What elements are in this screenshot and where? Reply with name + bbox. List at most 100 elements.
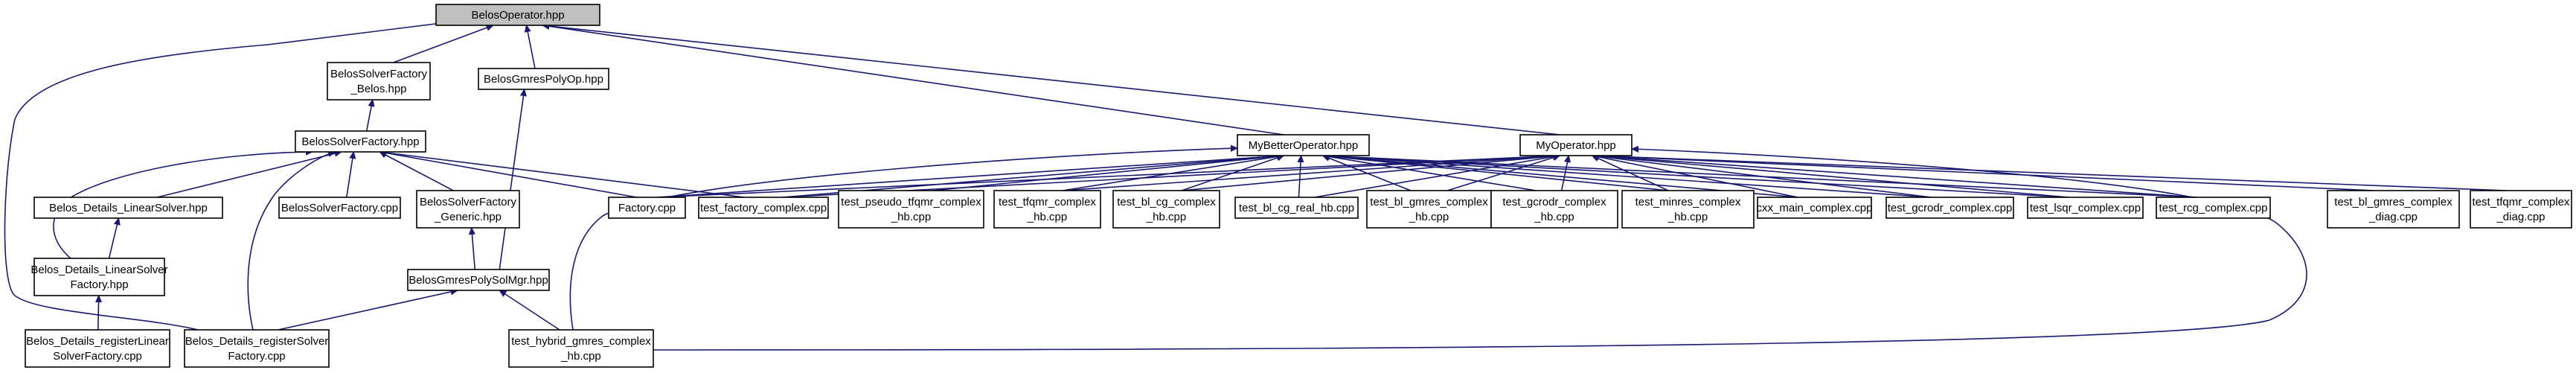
edge-linear-solver-factory-to-belos-solver-factory: [53, 152, 313, 259]
edge-gmres-poly-solmgr-to-solver-factory-generic: [472, 228, 475, 270]
node-box: [993, 190, 1101, 229]
node-label: BelosGmresPolyOp.hpp: [484, 73, 603, 86]
node-label: BelosSolverFactory: [420, 196, 517, 208]
node-label: test_bl_gmres_complex: [2334, 196, 2452, 208]
node-belos-solver-factory-belos[interactable]: BelosSolverFactory_Belos.hpp: [327, 62, 431, 101]
edge-test-gcrodr-complex-hb-to-my-better-operator: [1323, 156, 1537, 191]
node-label: test_minres_complex: [1635, 196, 1741, 208]
node-box: [33, 258, 165, 296]
node-box: [838, 190, 984, 229]
node-box: [327, 62, 431, 101]
node-box: [608, 197, 686, 219]
edge-test-gcrodr-complex-to-my-operator: [1592, 156, 1932, 198]
node-label: _hb.cpp: [1146, 211, 1186, 223]
node-label: _diag.cpp: [2496, 211, 2545, 223]
node-belos-solver-factory[interactable]: BelosSolverFactory.hpp: [295, 130, 426, 153]
node-box: [33, 197, 223, 219]
node-box: [435, 4, 600, 26]
edge-test-lsqr-complex-to-my-operator: [1592, 156, 2069, 198]
node-linear-solver[interactable]: Belos_Details_LinearSolver.hpp: [33, 197, 223, 219]
node-factory-cpp[interactable]: Factory.cpp: [608, 197, 686, 219]
node-label: Belos_Details_LinearSolver.hpp: [49, 202, 208, 214]
node-box: [1621, 190, 1755, 229]
node-test-gcrodr-complex[interactable]: test_gcrodr_complex.cpp: [1885, 197, 2014, 219]
edge-test-bl-gmres-complex-hb-to-my-operator: [1446, 156, 1560, 191]
edge-test-bl-gmres-diag-to-my-operator: [1592, 156, 2374, 191]
node-box: [2327, 190, 2460, 229]
node-test-minres-complex[interactable]: test_minres_complex _hb.cpp: [1621, 190, 1755, 229]
node-my-operator[interactable]: MyOperator.hpp: [1519, 134, 1633, 156]
node-label: test_rcg_complex.cpp: [2159, 202, 2268, 214]
node-test-hybrid-gmres[interactable]: test_hybrid_gmres_complex _hb.cpp: [508, 329, 654, 368]
node-test-rcg-complex[interactable]: test_rcg_complex.cpp: [2156, 197, 2271, 219]
node-box: [508, 329, 654, 368]
nodes-layer: BelosOperator.hppBelosSolverFactory_Belo…: [25, 4, 2572, 368]
node-test-bl-gmres-complex-hb[interactable]: test_bl_gmres_complex_hb.cpp: [1366, 190, 1492, 229]
node-test-bl-gmres-diag[interactable]: test_bl_gmres_complex_diag.cpp: [2327, 190, 2460, 229]
node-solver-factory-cpp[interactable]: BelosSolverFactory.cpp: [278, 197, 401, 219]
node-label: cxx_main_complex.cpp: [1757, 202, 1873, 214]
edge-test-hybrid-gmres-to-my-better-operator: [569, 148, 1237, 331]
edge-belos-gmres-poly-op-to-belos-operator: [527, 25, 536, 69]
node-label: SolverFactory.cpp: [53, 350, 142, 363]
edge-register-solver-to-belos-solver-factory: [247, 152, 335, 331]
node-my-better-operator[interactable]: MyBetterOperator.hpp: [1237, 134, 1370, 156]
edge-factory-cpp-to-my-operator: [657, 156, 1560, 198]
edge-test-minres-complex-to-my-better-operator: [1323, 156, 1669, 191]
node-test-factory-complex[interactable]: test_factory_complex.cpp: [698, 197, 829, 219]
node-label: _hb.cpp: [560, 350, 600, 363]
edge-factory-cpp-to-my-better-operator: [657, 156, 1284, 198]
node-label: test_lsqr_complex.cpp: [2030, 202, 2141, 214]
node-test-pseudo-tfqmr[interactable]: test_pseudo_tfqmr_complex_hb.cpp: [838, 190, 984, 229]
node-belos-operator[interactable]: BelosOperator.hpp: [435, 4, 600, 26]
node-label: test_tfqmr_complex: [2473, 196, 2570, 208]
node-solver-factory-generic[interactable]: BelosSolverFactory_Generic.hpp: [416, 190, 520, 229]
edge-test-factory-complex-to-belos-solver-factory: [379, 152, 745, 198]
node-box: [416, 190, 520, 229]
node-test-bl-cg-complex[interactable]: test_bl_cg_complex_hb.cpp: [1112, 190, 1220, 229]
node-test-gcrodr-complex-hb[interactable]: test_gcrodr_complex_hb.cpp: [1490, 190, 1618, 229]
node-box: [1234, 197, 1359, 219]
node-box: [1366, 190, 1492, 229]
node-label: _hb.cpp: [1667, 211, 1708, 223]
node-box: [478, 68, 609, 90]
edge-factory-cpp-to-belos-solver-factory: [379, 152, 637, 198]
node-register-linear[interactable]: Belos_Details_registerLinearSolverFactor…: [25, 329, 170, 368]
edge-test-bl-cg-real-to-my-operator: [1314, 156, 1560, 198]
node-label: MyOperator.hpp: [1536, 139, 1616, 152]
edge-solver-factory-cpp-to-belos-solver-factory: [346, 152, 353, 198]
node-test-bl-cg-real[interactable]: test_bl_cg_real_hb.cpp: [1234, 197, 1359, 219]
node-box: [407, 269, 550, 291]
edges-layer: [4, 18, 2507, 351]
node-label: test_gcrodr_complex: [1502, 196, 1606, 208]
edge-linear-solver-to-belos-solver-factory: [157, 152, 341, 198]
node-gmres-poly-solmgr[interactable]: BelosGmresPolySolMgr.hpp: [407, 269, 550, 291]
node-label: test_hybrid_gmres_complex: [511, 335, 651, 348]
edge-belos-solver-factory-belos-to-belos-operator: [393, 25, 493, 63]
edge-test-hybrid-gmres-to-gmres-poly-solmgr: [499, 290, 560, 331]
node-test-tfqmr-diag[interactable]: test_tfqmr_complex _diag.cpp: [2470, 190, 2572, 229]
node-box: [1237, 134, 1370, 156]
edge-register-solver-to-belos-operator: [4, 18, 484, 331]
node-label: Belos_Details_registerSolver: [185, 335, 329, 348]
node-cxx-main-complex[interactable]: cxx_main_complex.cpp: [1757, 197, 1873, 219]
edge-test-rcg-complex-to-my-operator: [1592, 156, 2197, 198]
node-label: BelosOperator.hpp: [471, 9, 564, 22]
node-box: [1490, 190, 1618, 229]
node-test-lsqr-complex[interactable]: test_lsqr_complex.cpp: [2027, 197, 2144, 219]
node-label: _hb.cpp: [891, 211, 931, 223]
edge-cxx-main-complex-to-my-operator: [1592, 156, 1798, 198]
node-box: [184, 329, 330, 368]
node-test-tfqmr-complex-hb[interactable]: test_tfqmr_complex_hb.cpp: [993, 190, 1101, 229]
node-box: [1112, 190, 1220, 229]
edge-linear-solver-factory-to-linear-solver: [108, 218, 119, 259]
node-belos-gmres-poly-op[interactable]: BelosGmresPolyOp.hpp: [478, 68, 609, 90]
node-label: test_tfqmr_complex: [999, 196, 1096, 208]
node-label: test_bl_cg_real_hb.cpp: [1239, 202, 1354, 214]
edge-test-bl-cg-real-to-my-better-operator: [1299, 156, 1301, 198]
edge-my-operator-to-belos-operator: [542, 25, 1560, 136]
node-label: MyBetterOperator.hpp: [1249, 139, 1359, 152]
